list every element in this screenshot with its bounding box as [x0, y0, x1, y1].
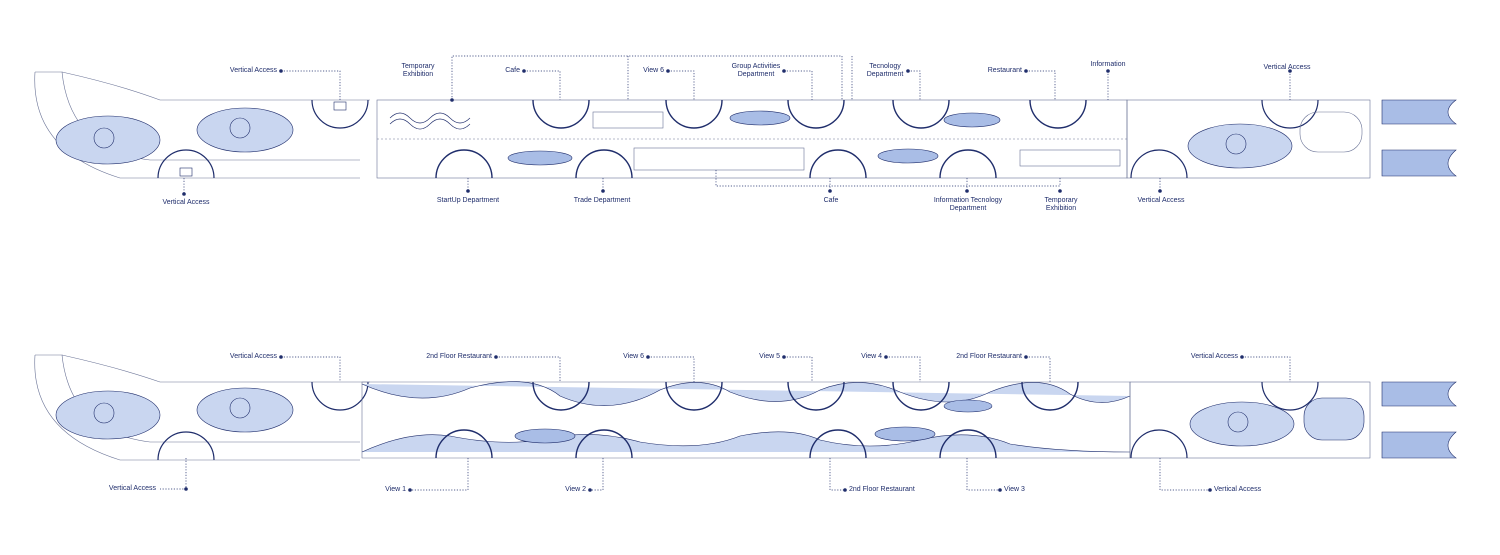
label-vertical-access: Vertical Access [108, 485, 156, 492]
label-technology-department: Tecnology Department [866, 63, 904, 79]
label-startup-department: StartUp Department [436, 197, 500, 204]
tree-planter [1187, 123, 1293, 169]
lower-floor-plan [34, 354, 1457, 461]
tree-planter [196, 107, 294, 153]
label-vertical-access: Vertical Access [1263, 64, 1311, 71]
label-vertical-access: Vertical Access [1214, 486, 1262, 493]
tree-planter [1189, 401, 1295, 447]
label-information-technology-department: Information Tecnology Department [933, 197, 1003, 213]
label-2nd-floor-restaurant: 2nd Floor Restaurant [956, 353, 1022, 360]
leader-lines-lower [160, 356, 1291, 491]
label-view-4: View 4 [861, 353, 882, 360]
label-2nd-floor-restaurant: 2nd Floor Restaurant [426, 353, 492, 360]
label-temporary-exhibition: Temporary Exhibition [401, 63, 435, 79]
label-view-6: View 6 [643, 67, 664, 74]
label-restaurant: Restaurant [987, 67, 1022, 74]
label-vertical-access: Vertical Access [229, 67, 277, 74]
label-2nd-floor-restaurant: 2nd Floor Restaurant [849, 486, 915, 493]
tree-planter [55, 390, 161, 440]
label-vertical-access: Vertical Access [229, 353, 277, 360]
label-temporary-exhibition: Temporary Exhibition [1044, 197, 1078, 213]
upper-floor-plan [34, 71, 1457, 179]
label-cafe: Cafe [823, 197, 839, 204]
label-view-1: View 1 [385, 486, 406, 493]
tree-planter [196, 387, 294, 433]
label-information: Information [1090, 61, 1126, 68]
label-view-6: View 6 [623, 353, 644, 360]
label-view-3: View 3 [1004, 486, 1025, 493]
label-view-2: View 2 [565, 486, 586, 493]
label-vertical-access: Vertical Access [1190, 353, 1238, 360]
label-vertical-access: Vertical Access [1137, 197, 1185, 204]
label-group-activities-department: Group Activities Department [731, 63, 781, 79]
tree-planter [55, 115, 161, 165]
leader-dots-lower [184, 355, 1244, 492]
leader-lines-upper [183, 55, 1291, 194]
leader-dots-upper [182, 69, 1292, 196]
label-trade-department: Trade Department [573, 197, 631, 204]
label-view-5: View 5 [759, 353, 780, 360]
label-vertical-access: Vertical Access [162, 199, 210, 206]
label-cafe: Cafe [505, 67, 520, 74]
